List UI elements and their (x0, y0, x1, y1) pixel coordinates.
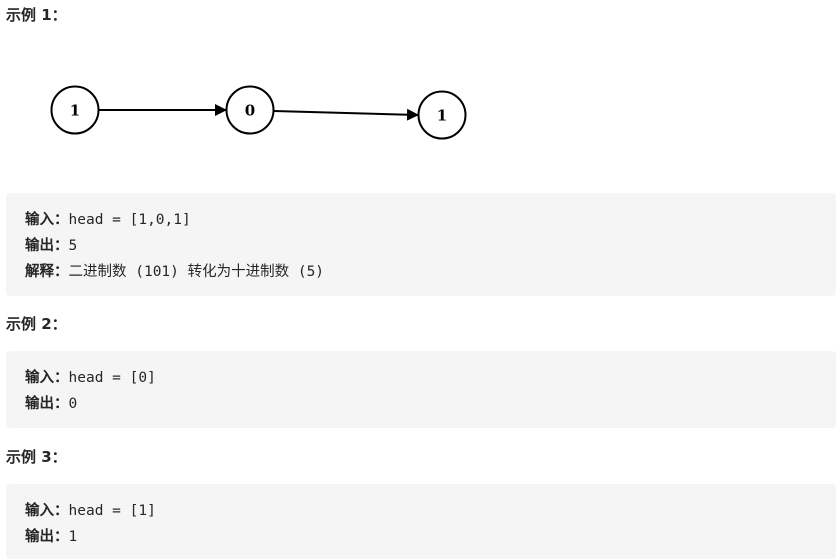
output-label: 输出： (25, 529, 69, 545)
list-node-2-value: 0 (245, 102, 255, 120)
output-label: 输出： (25, 396, 69, 412)
input-value: head = [0] (68, 370, 156, 386)
input-value: head = [1,0,1] (68, 212, 191, 228)
example-2-input-line: 输入：head = [0] (25, 365, 817, 391)
list-node-1: 1 (50, 85, 100, 135)
output-value: 0 (68, 396, 78, 412)
example-1-heading: 示例 1： (6, 6, 67, 24)
output-value: 5 (68, 238, 78, 254)
example-2-codeblock: 输入：head = [0] 输出：0 (6, 351, 836, 428)
input-label: 输入： (25, 212, 69, 228)
example-3-heading: 示例 3： (6, 448, 67, 466)
example-1-input-line: 输入：head = [1,0,1] (25, 207, 817, 233)
explain-label: 解释： (25, 264, 69, 280)
example-2-heading: 示例 2： (6, 315, 67, 333)
list-node-1-value: 1 (70, 102, 80, 120)
output-label: 输出： (25, 238, 69, 254)
list-node-3-value: 1 (437, 107, 447, 125)
explain-value: 二进制数 (101) 转化为十进制数 (5) (68, 264, 325, 280)
linked-list-diagram: 1 0 1 (50, 85, 467, 140)
example-1-explain-line: 解释：二进制数 (101) 转化为十进制数 (5) (25, 259, 817, 285)
example-3-output-line: 输出：1 (25, 524, 817, 550)
list-node-3: 1 (417, 90, 467, 140)
edge-0-to-1 (273, 108, 419, 121)
example-3-codeblock: 输入：head = [1] 输出：1 (6, 484, 836, 559)
example-1-output-line: 输出：5 (25, 233, 817, 259)
example-3-input-line: 输入：head = [1] (25, 498, 817, 524)
output-value: 1 (68, 529, 78, 545)
example-1-codeblock: 输入：head = [1,0,1] 输出：5 解释：二进制数 (101) 转化为… (6, 193, 836, 296)
input-value: head = [1] (68, 503, 156, 519)
input-label: 输入： (25, 503, 69, 519)
list-node-2: 0 (225, 85, 275, 135)
example-2-output-line: 输出：0 (25, 391, 817, 417)
input-label: 输入： (25, 370, 69, 386)
